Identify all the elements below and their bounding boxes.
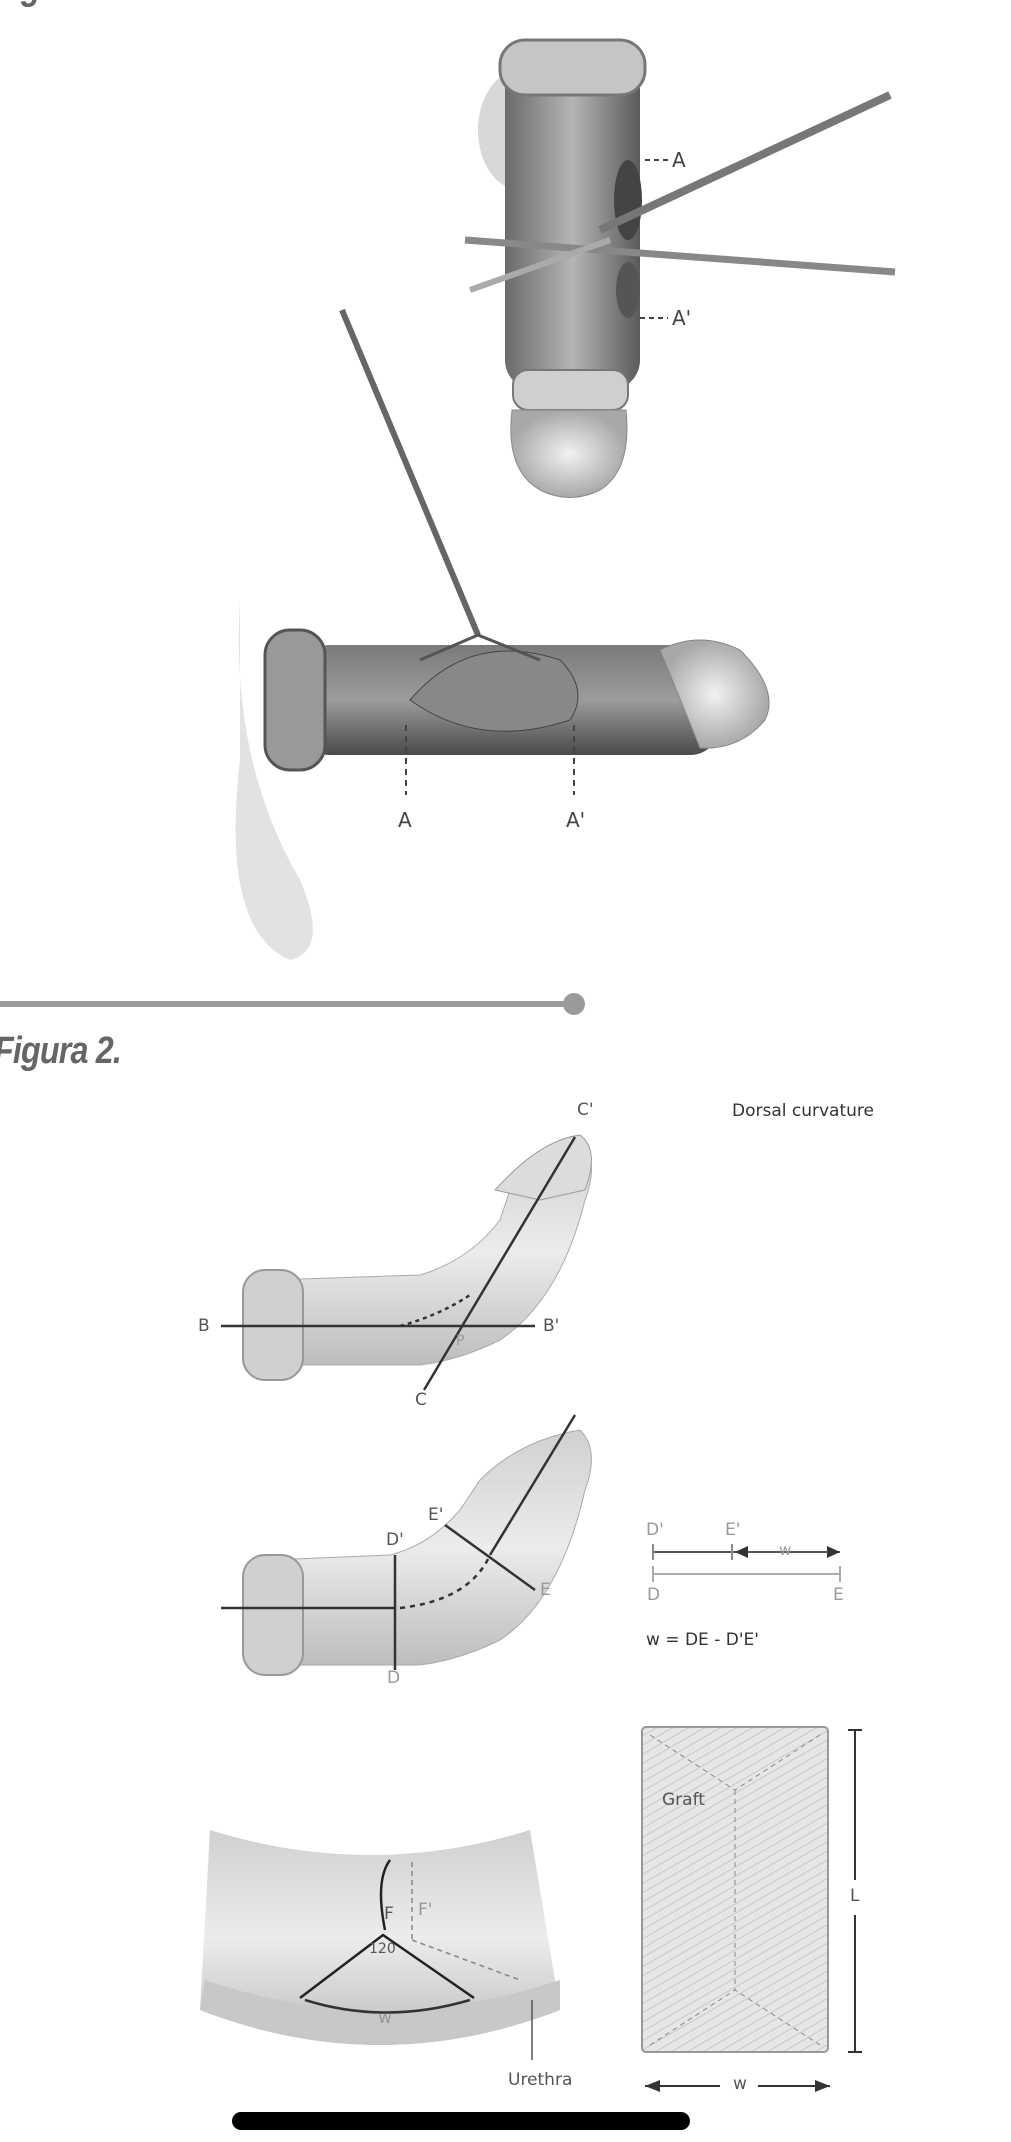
label-f: F — [384, 1904, 394, 1924]
graft-rectangle — [641, 1726, 862, 2092]
label-c: C — [415, 1390, 427, 1410]
graft-width-label: w — [733, 2074, 747, 2094]
dorsal-curvature-diagram-2 — [221, 1414, 592, 1676]
segment-label-d-prime: D' — [646, 1520, 664, 1540]
label-f-prime: F' — [418, 1900, 433, 1920]
figure-1-vertical-illustration — [464, 38, 896, 498]
segment-label-e: E — [833, 1585, 844, 1605]
graft-label: Graft — [662, 1790, 705, 1810]
label-w-arc: w — [378, 2008, 392, 2028]
segment-label-d: D — [647, 1585, 661, 1605]
label-c-prime: C' — [577, 1100, 594, 1120]
label-b: B — [198, 1316, 210, 1336]
w-segments-diagram — [652, 1544, 841, 1582]
dorsal-curvature-diagram-1 — [221, 1134, 592, 1391]
figure-1-title: Figura 1. — [0, 0, 122, 9]
home-indicator[interactable] — [232, 2112, 690, 2130]
label-a-prime-top: A' — [672, 306, 692, 330]
label-e-prime: E' — [428, 1505, 444, 1525]
angle-label: 120 — [369, 1941, 396, 1957]
label-p: P — [456, 1333, 465, 1349]
w-formula: w = DE - D'E' — [646, 1630, 759, 1650]
figure-divider — [0, 993, 585, 1015]
label-e: E — [540, 1580, 551, 1600]
label-b-prime: B' — [543, 1316, 560, 1336]
dorsal-curvature-heading: Dorsal curvature — [732, 1101, 874, 1121]
figure-2-title: Figura 2. — [0, 1030, 122, 1072]
label-a-top: A — [672, 148, 686, 172]
label-a-bottom: A — [398, 808, 412, 832]
segment-label-e-prime: E' — [725, 1520, 741, 1540]
label-a-prime-bottom: A' — [566, 808, 586, 832]
graft-cross-section-diagram — [200, 1830, 560, 2060]
graft-length-label: L — [850, 1886, 860, 1906]
label-d: D — [387, 1668, 401, 1688]
urethra-label: Urethra — [508, 2070, 573, 2090]
label-d-prime: D' — [386, 1530, 404, 1550]
segment-label-w: w — [779, 1541, 792, 1559]
figure-1-horizontal-illustration — [235, 308, 770, 960]
